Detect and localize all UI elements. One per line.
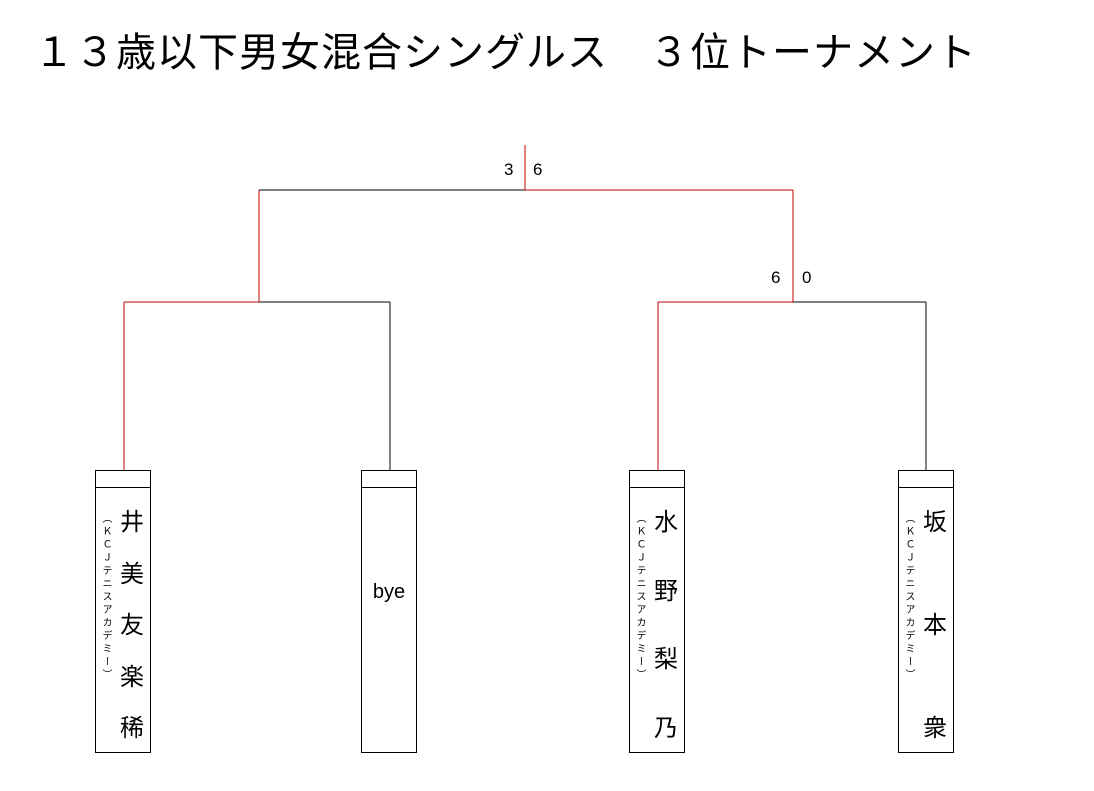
final-score-left: 3 [504, 160, 514, 179]
player-name: 井美友楽稀 [114, 507, 150, 743]
club-name: （ＫＣＪテニスアカデミー） [634, 513, 645, 682]
player-box: bye [361, 470, 417, 753]
name-char: 坂 [923, 508, 947, 536]
player-box: （ＫＣＪテニスアカデミー） 坂本衆 [898, 470, 954, 753]
seed-cell [899, 487, 953, 488]
name-char: 水 [654, 508, 678, 536]
name-char: 美 [120, 559, 144, 588]
name-char: 友 [120, 611, 144, 639]
name-char: 野 [654, 576, 678, 605]
name-char: 梨 [654, 645, 678, 674]
name-char: 本 [923, 611, 947, 639]
bye-label: bye [362, 576, 416, 609]
name-char: e [394, 581, 406, 603]
name-char: 井 [120, 508, 144, 536]
player-name: 坂本衆 [917, 507, 953, 743]
seed-cell [630, 487, 684, 488]
seed-cell [362, 487, 416, 488]
final-score-right: 6 [533, 160, 543, 179]
player-name: 水野梨乃 [648, 507, 684, 743]
name-char: y [384, 581, 394, 603]
semifinal-score-right: 0 [802, 268, 812, 287]
name-char: b [372, 581, 384, 603]
name-char: 乃 [654, 713, 678, 742]
name-char: 楽 [120, 662, 144, 691]
player-box: （ＫＣＪテニスアカデミー） 井美友楽稀 [95, 470, 151, 753]
semifinal-score-left: 6 [771, 268, 781, 287]
seed-cell [96, 487, 150, 488]
page-title: １３歳以下男女混合シングルス ３位トーナメント [34, 30, 977, 76]
name-char: 稀 [120, 714, 144, 742]
club-name: （ＫＣＪテニスアカデミー） [903, 513, 914, 682]
name-char: 衆 [923, 714, 947, 742]
club-name: （ＫＣＪテニスアカデミー） [100, 513, 111, 682]
player-box: （ＫＣＪテニスアカデミー） 水野梨乃 [629, 470, 685, 753]
